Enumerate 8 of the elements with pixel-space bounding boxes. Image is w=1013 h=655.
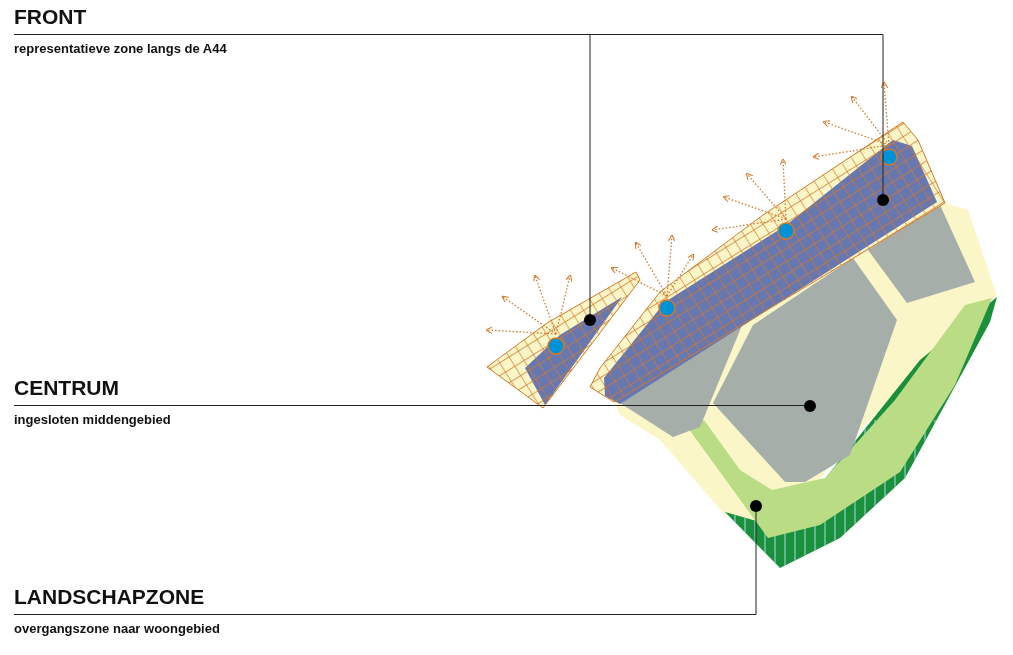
leader-line [313,405,805,406]
zone-heading: FRONT [14,4,88,30]
leader-line [313,511,757,615]
zone-heading: LANDSCHAPZONE [14,584,206,610]
zone-heading: CENTRUM [14,375,120,401]
zone-description: ingesloten middengebied [14,412,172,428]
zone-description: representatieve zone langs de A44 [14,41,228,57]
zone-description: overgangszone naar woongebied [14,621,221,637]
